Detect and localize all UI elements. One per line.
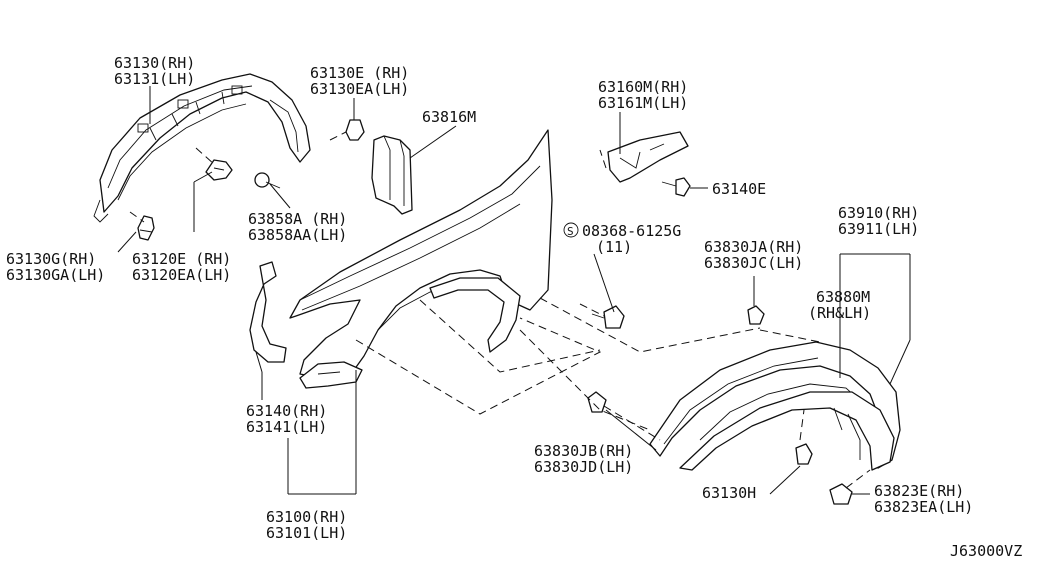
standard-part-symbol-circle [563, 222, 579, 238]
screw-63858a-drawing [254, 172, 281, 189]
label-63823ea: 63823EA(LH) [874, 498, 973, 516]
label-63160m: 63160M(RH) [598, 78, 688, 96]
arch-liner-inner-drawing [429, 277, 521, 353]
label-63130g: 63130G(RH) [6, 250, 96, 268]
label-63140e: 63140E [712, 180, 766, 198]
clip-63120e-drawing [205, 159, 233, 181]
assembly-dashed-lines [129, 131, 871, 489]
label-63880m: 63880M [816, 288, 870, 306]
bolt-08368-drawing [591, 305, 625, 329]
diagram-code: J63000VZ [950, 542, 1022, 560]
label-63911: 63911(LH) [838, 220, 919, 238]
label-63131: 63131(LH) [114, 70, 195, 88]
label-63858aa: 63858AA(LH) [248, 226, 347, 244]
clip-63823e-drawing [829, 483, 853, 505]
fender-arch-bracket-drawing [299, 361, 363, 389]
label-63130e: 63130E (RH) [310, 64, 409, 82]
label-63141: 63141(LH) [246, 418, 327, 436]
label-63120ea: 63120EA(LH) [132, 266, 231, 284]
label-63858a: 63858A (RH) [248, 210, 347, 228]
label-08368-qty: (11) [596, 238, 632, 256]
clip-63830ja-drawing [747, 305, 765, 325]
label-63830jc: 63830JC(LH) [704, 254, 803, 272]
label-63130: 63130(RH) [114, 54, 195, 72]
label-63823e: 63823E(RH) [874, 482, 964, 500]
label-63140: 63140(RH) [246, 402, 327, 420]
splash-shield-63816m-drawing [371, 135, 413, 215]
label-63830ja: 63830JA(RH) [704, 238, 803, 256]
label-63816m: 63816M [422, 108, 476, 126]
front-fender-drawing [289, 129, 553, 379]
label-63161m: 63161M(LH) [598, 94, 688, 112]
label-63100: 63100(RH) [266, 508, 347, 526]
clip-63130e-drawing [345, 119, 365, 141]
label-63880m-side: (RH&LH) [808, 304, 871, 322]
label-08368: 08368-6125G [582, 222, 681, 240]
label-63130ga: 63130GA(LH) [6, 266, 105, 284]
clip-63830jb-drawing [587, 391, 607, 413]
label-08368-symbol: S [567, 225, 574, 238]
seal-63140-drawing [249, 261, 287, 363]
label-63120e: 63120E (RH) [132, 250, 231, 268]
label-63910: 63910(RH) [838, 204, 919, 222]
rear-arch-liner-drawing [649, 341, 901, 471]
label-63830jb: 63830JB(RH) [534, 442, 633, 460]
label-63830jd: 63830JD(LH) [534, 458, 633, 476]
leader-lines [117, 86, 911, 495]
label-63101: 63101(LH) [266, 524, 347, 542]
front-fender-liner-drawing [93, 73, 311, 223]
part-labels: 63130(RH) 63131(LH) 63130E (RH) 63130EA(… [6, 54, 1022, 560]
clip-63130h-drawing [795, 443, 813, 465]
clip-63140e-drawing [661, 177, 691, 197]
label-63130ea: 63130EA(LH) [310, 80, 409, 98]
label-63130h: 63130H [702, 484, 756, 502]
bracket-63160m-drawing [607, 131, 689, 183]
clip-63130g-drawing [137, 215, 155, 241]
